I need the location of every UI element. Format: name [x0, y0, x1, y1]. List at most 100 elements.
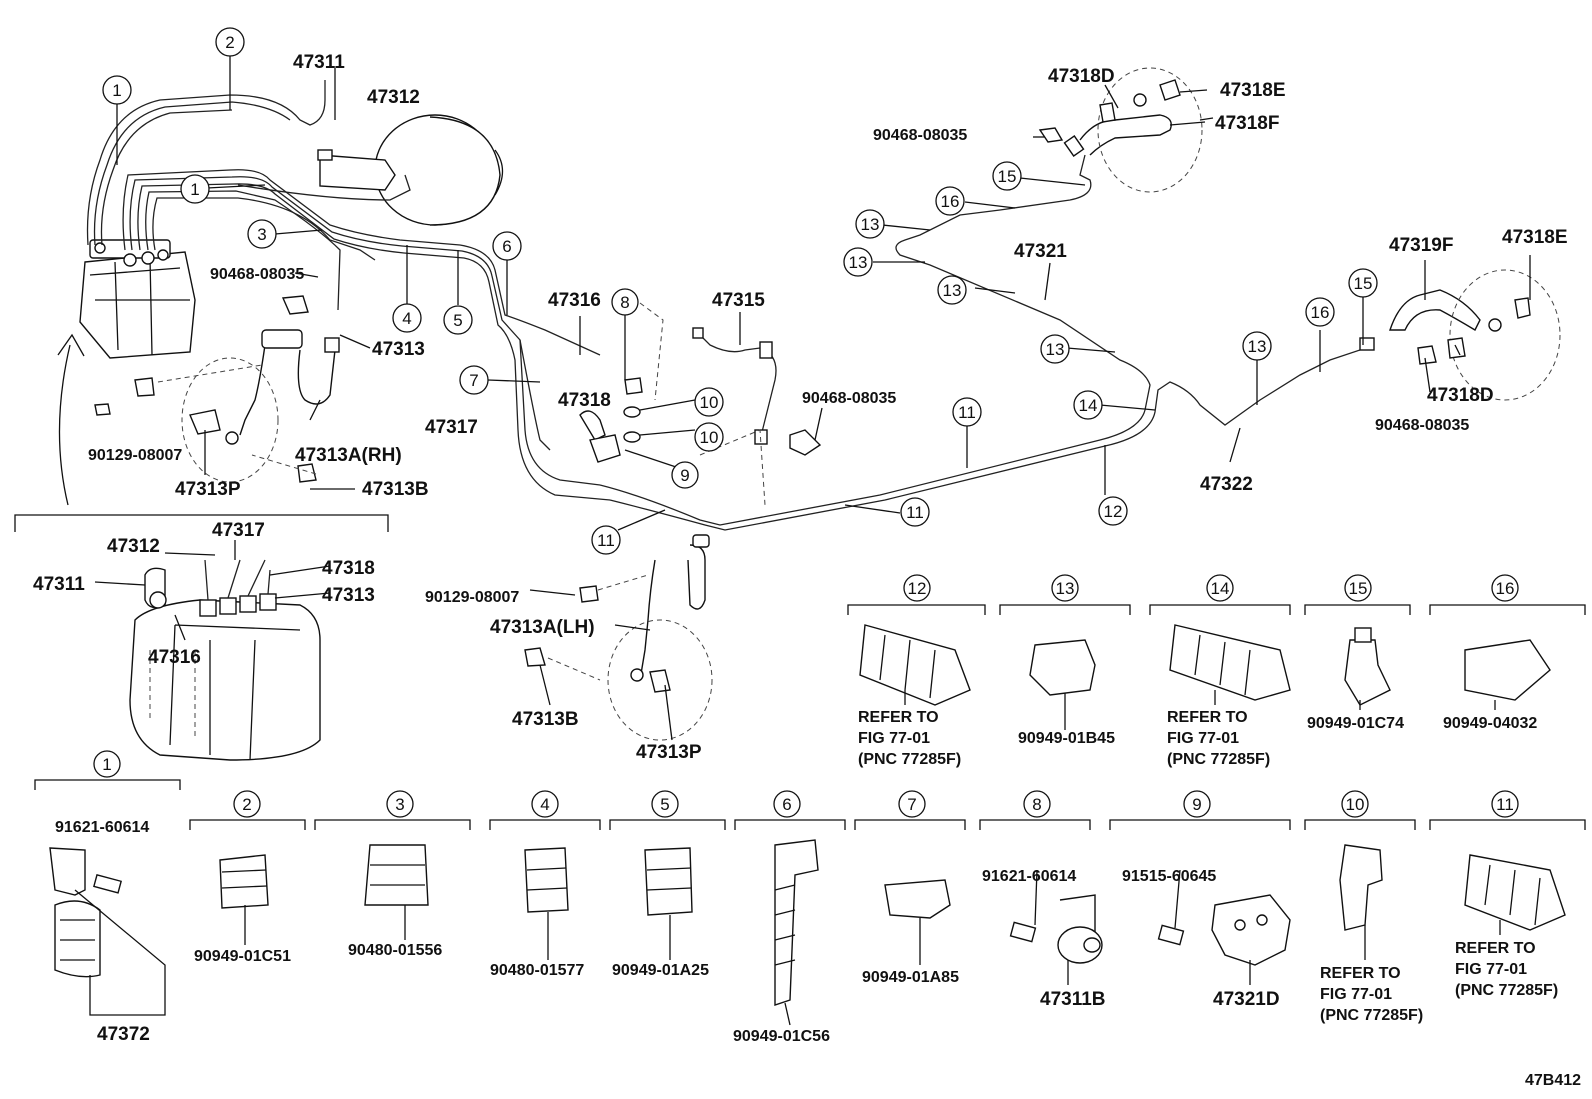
svg-text:4: 4	[402, 309, 411, 328]
label-47313: 47313	[372, 339, 425, 360]
callout-11c: 11	[952, 397, 982, 427]
label-47311: 47311	[293, 52, 345, 73]
svg-text:9: 9	[1192, 795, 1201, 814]
label-fig-10: FIG 77-01	[1320, 986, 1392, 1003]
label-47313-detail: 47313	[322, 585, 375, 606]
svg-text:15: 15	[998, 167, 1017, 186]
callout-15a: 15	[992, 161, 1022, 191]
callout-13b: 13	[937, 275, 967, 305]
svg-text:8: 8	[1032, 795, 1041, 814]
svg-text:11: 11	[958, 403, 976, 422]
front-rh-brake-hose	[94, 295, 340, 483]
svg-text:1: 1	[190, 180, 199, 199]
label-90480-01577: 90480-01577	[490, 962, 584, 979]
label-91621-a: 91621-60614	[55, 819, 149, 836]
label-pnc-14: (PNC 77285F)	[1167, 751, 1270, 768]
callout-13d: 13	[855, 209, 885, 239]
label-90468-c: 90468-08035	[873, 127, 967, 144]
callout-3: 3	[247, 219, 277, 249]
label-90468-b: 90468-08035	[802, 390, 896, 407]
callout-13a: 13	[1040, 334, 1070, 364]
svg-text:5: 5	[453, 311, 462, 330]
part-number-labels: 47311 47312 90468-08035 47313 90129-0800…	[33, 52, 1581, 1089]
label-47313B-a: 47313B	[362, 479, 429, 500]
callout-7-detail: 7	[898, 790, 926, 818]
label-90949-01C56: 90949-01C56	[733, 1028, 830, 1045]
callout-13-detail: 13	[1051, 574, 1079, 602]
label-47318: 47318	[558, 390, 611, 411]
svg-text:11: 11	[597, 531, 615, 550]
part-detail-clamps	[34, 604, 1586, 1016]
label-47313A-LH: 47313A(LH)	[490, 617, 595, 638]
label-47313P-a: 47313P	[175, 479, 241, 500]
callout-4: 4	[392, 303, 422, 333]
callout-6: 6	[492, 231, 522, 261]
callout-2-detail: 2	[233, 790, 261, 818]
callout-9-detail: 9	[1183, 790, 1211, 818]
label-90129-b: 90129-08007	[425, 589, 519, 606]
label-refer-12: REFER TO	[858, 709, 939, 726]
svg-text:16: 16	[941, 192, 960, 211]
svg-text:7: 7	[469, 371, 478, 390]
label-47311-detail: 47311	[33, 574, 85, 595]
label-47313B-b: 47313B	[512, 709, 579, 730]
label-47312-detail: 47312	[107, 536, 160, 557]
label-47316: 47316	[548, 290, 601, 311]
brake-booster	[317, 114, 504, 226]
label-47313P-b: 47313P	[636, 742, 702, 763]
label-fig-14: FIG 77-01	[1167, 730, 1239, 747]
label-47316-detail: 47316	[148, 647, 201, 668]
diagram-code: 47B412	[1525, 1072, 1581, 1089]
label-fig-11: FIG 77-01	[1455, 961, 1527, 978]
svg-text:1: 1	[102, 755, 111, 774]
label-refer-10: REFER TO	[1320, 965, 1401, 982]
svg-text:6: 6	[782, 795, 791, 814]
callout-4-detail: 4	[531, 790, 559, 818]
svg-text:5: 5	[660, 795, 669, 814]
callout-3-detail: 3	[386, 790, 414, 818]
abs-actuator-top	[79, 239, 196, 359]
svg-text:12: 12	[908, 579, 927, 598]
callout-14-detail: 14	[1206, 574, 1234, 602]
callout-10-detail: 10	[1341, 790, 1369, 818]
callout-11a: 11	[591, 525, 621, 555]
label-47319F: 47319F	[1389, 235, 1453, 256]
svg-text:6: 6	[502, 237, 511, 256]
view-arrow	[57, 333, 85, 506]
label-47372: 47372	[97, 1024, 150, 1045]
callout-8-detail: 8	[1023, 790, 1051, 818]
label-47318E-b: 47318E	[1502, 227, 1568, 248]
label-91515: 91515-60645	[1122, 868, 1216, 885]
callout-11b: 11	[900, 497, 930, 527]
label-fig-12: FIG 77-01	[858, 730, 930, 747]
rear-tube-junction	[579, 302, 822, 506]
callout-16a: 16	[935, 186, 965, 216]
svg-text:13: 13	[1056, 579, 1075, 598]
svg-text:13: 13	[1248, 337, 1267, 356]
label-90949-01A85: 90949-01A85	[862, 969, 959, 986]
svg-text:10: 10	[700, 428, 719, 447]
label-47318D-a: 47318D	[1048, 66, 1115, 87]
callout-5: 5	[443, 305, 473, 335]
callout-15b: 15	[1348, 268, 1378, 298]
svg-text:1: 1	[112, 81, 121, 100]
svg-text:13: 13	[849, 253, 868, 272]
label-47318D-b: 47318D	[1427, 385, 1494, 406]
label-90949-01A25: 90949-01A25	[612, 962, 709, 979]
svg-text:11: 11	[906, 503, 924, 522]
label-47313A-RH: 47313A(RH)	[295, 445, 402, 466]
label-47317-detail: 47317	[212, 520, 265, 541]
svg-text:10: 10	[700, 393, 719, 412]
callout-1-detail: 1	[93, 750, 121, 778]
svg-text:3: 3	[395, 795, 404, 814]
label-refer-14: REFER TO	[1167, 709, 1248, 726]
callout-13e: 13	[1242, 331, 1272, 361]
callout-16-detail: 16	[1491, 574, 1519, 602]
callout-1b: 1	[180, 174, 210, 204]
label-pnc-12: (PNC 77285F)	[858, 751, 961, 768]
label-47317: 47317	[425, 417, 478, 438]
callout-16b: 16	[1305, 297, 1335, 327]
callout-5-detail: 5	[651, 790, 679, 818]
svg-text:16: 16	[1496, 579, 1515, 598]
label-90949-04032: 90949-04032	[1443, 715, 1537, 732]
